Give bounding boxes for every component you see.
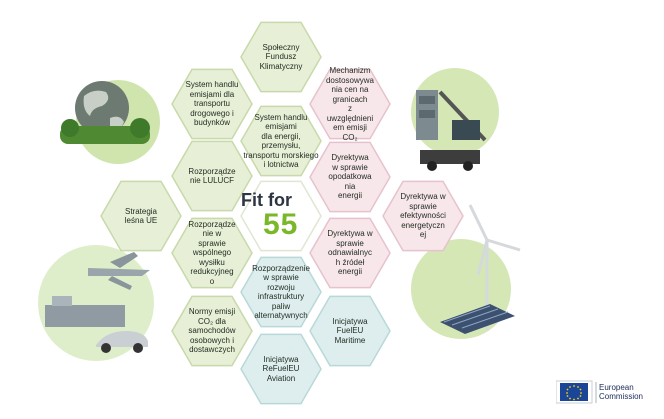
hex-mechanizm-dostosowywania xyxy=(309,68,391,140)
european-commission-logo xyxy=(556,380,597,404)
ec-line1: European xyxy=(599,383,634,392)
eu-stars-icon xyxy=(566,385,582,401)
hex-dyrektywa-efektywnosc xyxy=(382,180,464,252)
hex-normy-emisji xyxy=(171,295,253,367)
fit-for-title: Fit for xyxy=(241,190,292,210)
hex-system-handlu-energia xyxy=(240,105,322,177)
ec-line2: Commission xyxy=(599,392,644,401)
hex-fueleu-maritime xyxy=(309,295,391,367)
hex-grid xyxy=(100,21,464,405)
transport-icon xyxy=(45,252,150,353)
hex-spoleczny-fundusz xyxy=(240,21,322,93)
hex-system-handlu-transport xyxy=(171,68,253,140)
hex-dyrektywa-opodatkowanie xyxy=(309,141,391,213)
port-crane-icon xyxy=(416,90,487,171)
fit-55-number: 55 xyxy=(263,208,299,241)
hex-center-title xyxy=(240,180,322,252)
globe-icon xyxy=(60,81,150,144)
hex-rozporzadzenie-lulucf xyxy=(171,140,253,212)
hex-dyrektywa-oze xyxy=(309,217,391,289)
hex-rozporzadzenie-infrastruktura xyxy=(240,256,322,328)
hex-strategia-lesna xyxy=(100,180,182,252)
hex-refueleu-aviation xyxy=(240,333,322,405)
hex-rozporzadzenie-wysilek xyxy=(171,217,253,289)
renewable-energy-icon xyxy=(440,204,521,334)
